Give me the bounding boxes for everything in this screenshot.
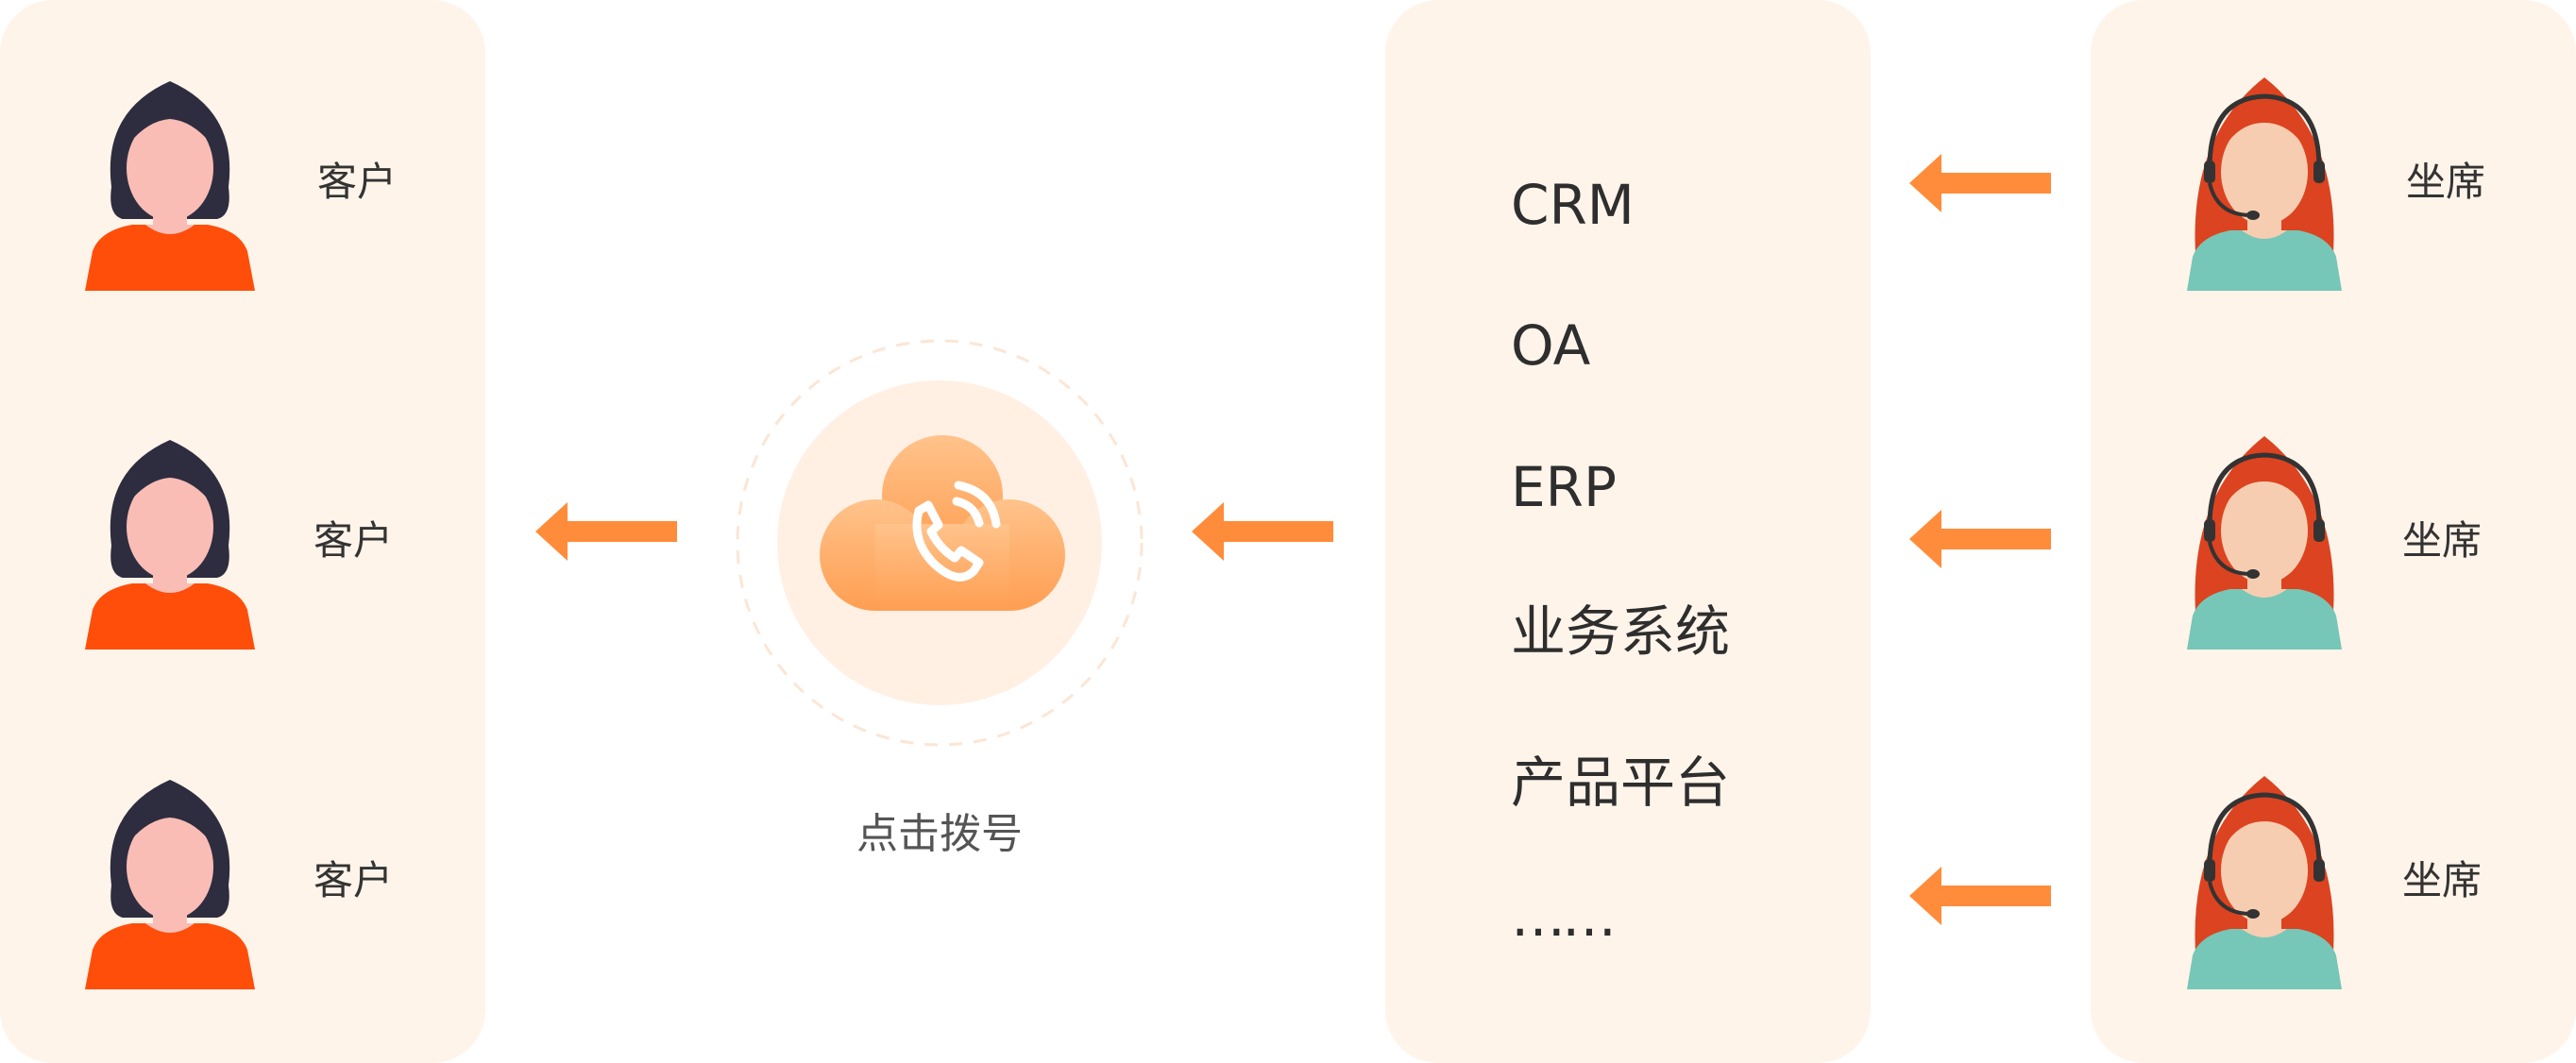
cloud-phone-icon: [732, 335, 1147, 751]
system-item-oa: OA: [1511, 313, 1591, 378]
customers-panel: [0, 0, 485, 1063]
customer-avatar-icon: [76, 74, 264, 291]
system-item-product-platform: 产品平台: [1511, 751, 1731, 815]
customer-label: 客户: [317, 159, 398, 205]
agent-label: 坐席: [2406, 159, 2486, 205]
agents-panel: [2091, 0, 2576, 1063]
agent-headset-avatar-icon: [2170, 432, 2359, 650]
agent-label: 坐席: [2402, 857, 2483, 903]
business-systems-panel: [1385, 0, 1871, 1063]
system-item-crm: CRM: [1511, 173, 1635, 237]
customer-avatar-icon: [76, 432, 264, 650]
customer-label: 客户: [314, 517, 394, 564]
left-arrow-icon: [1909, 510, 2051, 568]
agent-label: 坐席: [2402, 517, 2483, 564]
left-arrow-icon: [1909, 867, 2051, 925]
system-item-business: 业务系统: [1511, 599, 1731, 664]
customer-label: 客户: [314, 857, 394, 903]
system-item-more: ……: [1511, 885, 1617, 949]
agent-headset-avatar-icon: [2170, 772, 2359, 989]
customer-avatar-icon: [76, 772, 264, 989]
left-arrow-icon: [535, 502, 677, 561]
left-arrow-icon: [1909, 154, 2051, 212]
left-arrow-icon: [1192, 502, 1333, 561]
click-to-dial-label: 点击拨号: [856, 810, 1023, 858]
agent-headset-avatar-icon: [2170, 74, 2359, 291]
system-item-erp: ERP: [1511, 455, 1617, 519]
